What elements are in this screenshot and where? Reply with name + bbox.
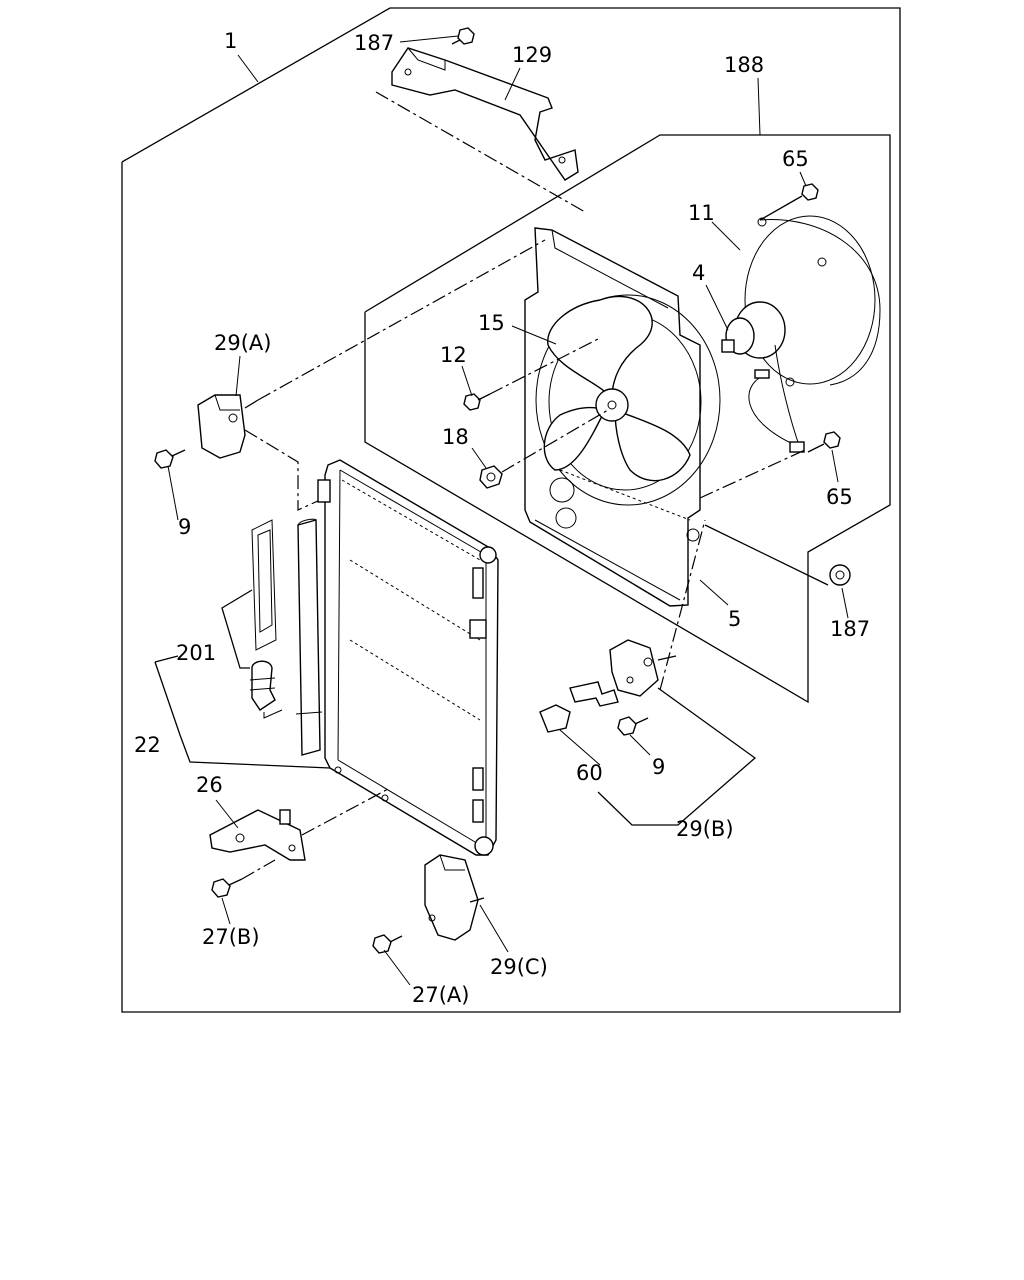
callout-29c: 29(C) <box>490 955 548 979</box>
bracket-29c <box>424 854 485 941</box>
callout-9-right: 9 <box>652 755 665 779</box>
callout-1: 1 <box>224 29 237 53</box>
callout-26: 26 <box>196 773 223 797</box>
callout-27b: 27(B) <box>202 925 260 949</box>
bolt-9-left <box>154 449 186 469</box>
callout-29b: 29(B) <box>676 817 734 841</box>
callout-22: 22 <box>134 733 161 757</box>
callout-188: 188 <box>724 53 764 77</box>
desiccant-bag <box>249 519 283 719</box>
fan-subassembly-outline <box>364 134 891 704</box>
callout-65-right: 65 <box>826 485 853 509</box>
bracket-29a <box>197 394 259 459</box>
bracket-29b-callout-lines <box>597 687 757 826</box>
nut-18 <box>479 465 503 489</box>
callout-129: 129 <box>512 43 552 67</box>
callout-187-top: 187 <box>354 31 394 55</box>
condenser-callout-line-top <box>154 655 179 663</box>
bracket-29b-shroud-line <box>659 519 706 691</box>
bolt-27b <box>211 878 243 898</box>
motor-cover <box>744 215 881 387</box>
callout-11: 11 <box>688 201 715 225</box>
upper-bracket-leader-line <box>375 91 586 213</box>
receiver-dryer <box>295 479 331 756</box>
bolt-9-right <box>617 716 649 736</box>
callout-27a: 27(A) <box>412 983 469 1007</box>
nut-18-leader-line <box>501 409 609 473</box>
bracket-29b <box>569 639 677 707</box>
upper-bracket <box>391 47 579 181</box>
bolt-187-right <box>829 564 851 586</box>
callout-9-left: 9 <box>178 515 191 539</box>
callout-65-top: 65 <box>782 147 809 171</box>
desiccant-callout-lines <box>221 589 253 669</box>
bolt-27a <box>372 934 403 954</box>
callout-60: 60 <box>576 761 603 785</box>
shroud-187-leader <box>704 524 829 586</box>
bracket-29a-dash <box>244 429 321 511</box>
callout-4: 4 <box>692 261 705 285</box>
bolt-65-top <box>759 183 819 221</box>
condenser-core <box>324 459 499 856</box>
callout-15: 15 <box>478 311 505 335</box>
bracket-26-leader-line <box>301 787 391 836</box>
fan-blades <box>543 295 691 482</box>
bolt-187-top <box>451 27 475 45</box>
bracket-29a-leader-line <box>257 239 546 401</box>
callout-187-right: 187 <box>830 617 870 641</box>
callout-leader-lines <box>167 35 849 986</box>
fan-motor <box>721 301 805 453</box>
bolt-65-right <box>807 431 841 453</box>
callout-201: 201 <box>176 641 216 665</box>
bolt-27b-leader-line <box>241 859 276 880</box>
callout-29a: 29(A) <box>214 331 271 355</box>
bracket-26 <box>209 809 306 861</box>
callout-12: 12 <box>440 343 467 367</box>
bolt-65-right-leader <box>699 449 806 499</box>
condenser-callout-lines <box>154 661 331 769</box>
callout-5: 5 <box>728 607 741 631</box>
callout-18: 18 <box>442 425 469 449</box>
assembly-outline <box>121 7 901 1013</box>
screw-12 <box>463 393 491 411</box>
screw-12-leader-line <box>489 337 601 395</box>
clip-60 <box>539 704 571 733</box>
